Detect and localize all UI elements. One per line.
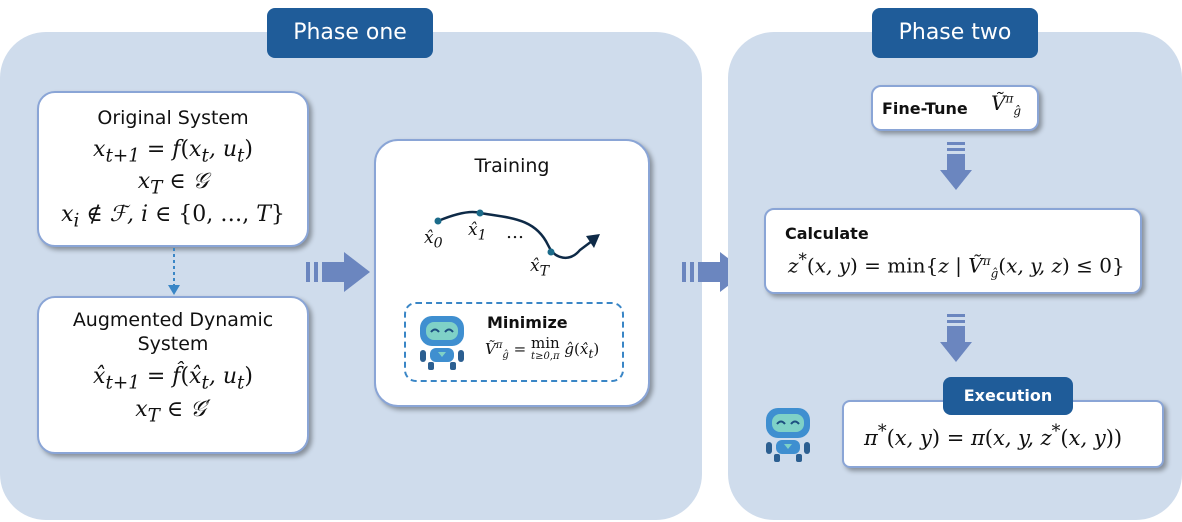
minimize-box [404, 302, 624, 382]
point-label-ellipsis: … [506, 222, 524, 243]
finetune-label: Fine-Tune [882, 99, 968, 118]
robot-icon [420, 316, 464, 370]
down-arrow-1 [940, 142, 972, 190]
trajectory-point-T [547, 248, 555, 256]
trajectory-point-1 [476, 209, 484, 217]
augmented-title-line1: Augmented Dynamic [72, 309, 274, 331]
minimize-label: Minimize [487, 313, 568, 332]
execution-tab: Execution [943, 377, 1073, 415]
calculate-card: Calculate z*(x, y) = min{z | Ṽπĝ(x, y, z… [764, 208, 1142, 294]
point-label-1: x̂1 [468, 220, 487, 244]
original-eq-constraint: xi ∉ ℱ, i ∈ {0, …, T} [61, 201, 285, 232]
training-card: Training [374, 139, 650, 407]
original-system-card: Original System xt+1 = f(xt, ut) xT ∈ 𝒢 … [37, 91, 309, 247]
trajectory-plot [434, 209, 600, 259]
original-eq-dynamics: xt+1 = f(xt, ut) [93, 137, 253, 167]
to-training-arrow [306, 252, 370, 292]
augmented-eq-goal: xT ∈ 𝒢′ [135, 397, 211, 427]
original-eq-goal: xT ∈ 𝒢 [137, 169, 209, 199]
training-title: Training [474, 155, 550, 177]
augmented-system-card: Augmented Dynamic System x̂t+1 = f̂(x̂t,… [37, 296, 309, 454]
robot-icon [766, 408, 810, 462]
finetune-card: Fine-Tune Ṽπĝ [871, 85, 1039, 131]
calculate-eq: z*(x, y) = min{z | Ṽπĝ(x, y, z) ≤ 0} [788, 250, 1125, 281]
phase-two-tab: Phase two [872, 8, 1038, 58]
original-system-title: Original System [97, 107, 249, 129]
trajectory-point-0 [434, 217, 442, 225]
calculate-label: Calculate [785, 224, 869, 243]
point-label-0: x̂0 [424, 228, 443, 252]
execution-card: π*(x, y) = π(x, y, z*(x, y)) [842, 400, 1164, 468]
dotted-down-arrow [168, 248, 180, 295]
down-arrow-2 [940, 314, 972, 362]
augmented-title-line2: System [137, 333, 209, 355]
execution-eq: π*(x, y) = π(x, y, z*(x, y)) [864, 422, 1123, 450]
augmented-eq-dynamics: x̂t+1 = f̂(x̂t, ut) [93, 364, 253, 394]
phase-one-tab: Phase one [267, 8, 433, 58]
point-label-T: x̂T [530, 256, 550, 280]
finetune-eq: Ṽπĝ [991, 91, 1022, 118]
